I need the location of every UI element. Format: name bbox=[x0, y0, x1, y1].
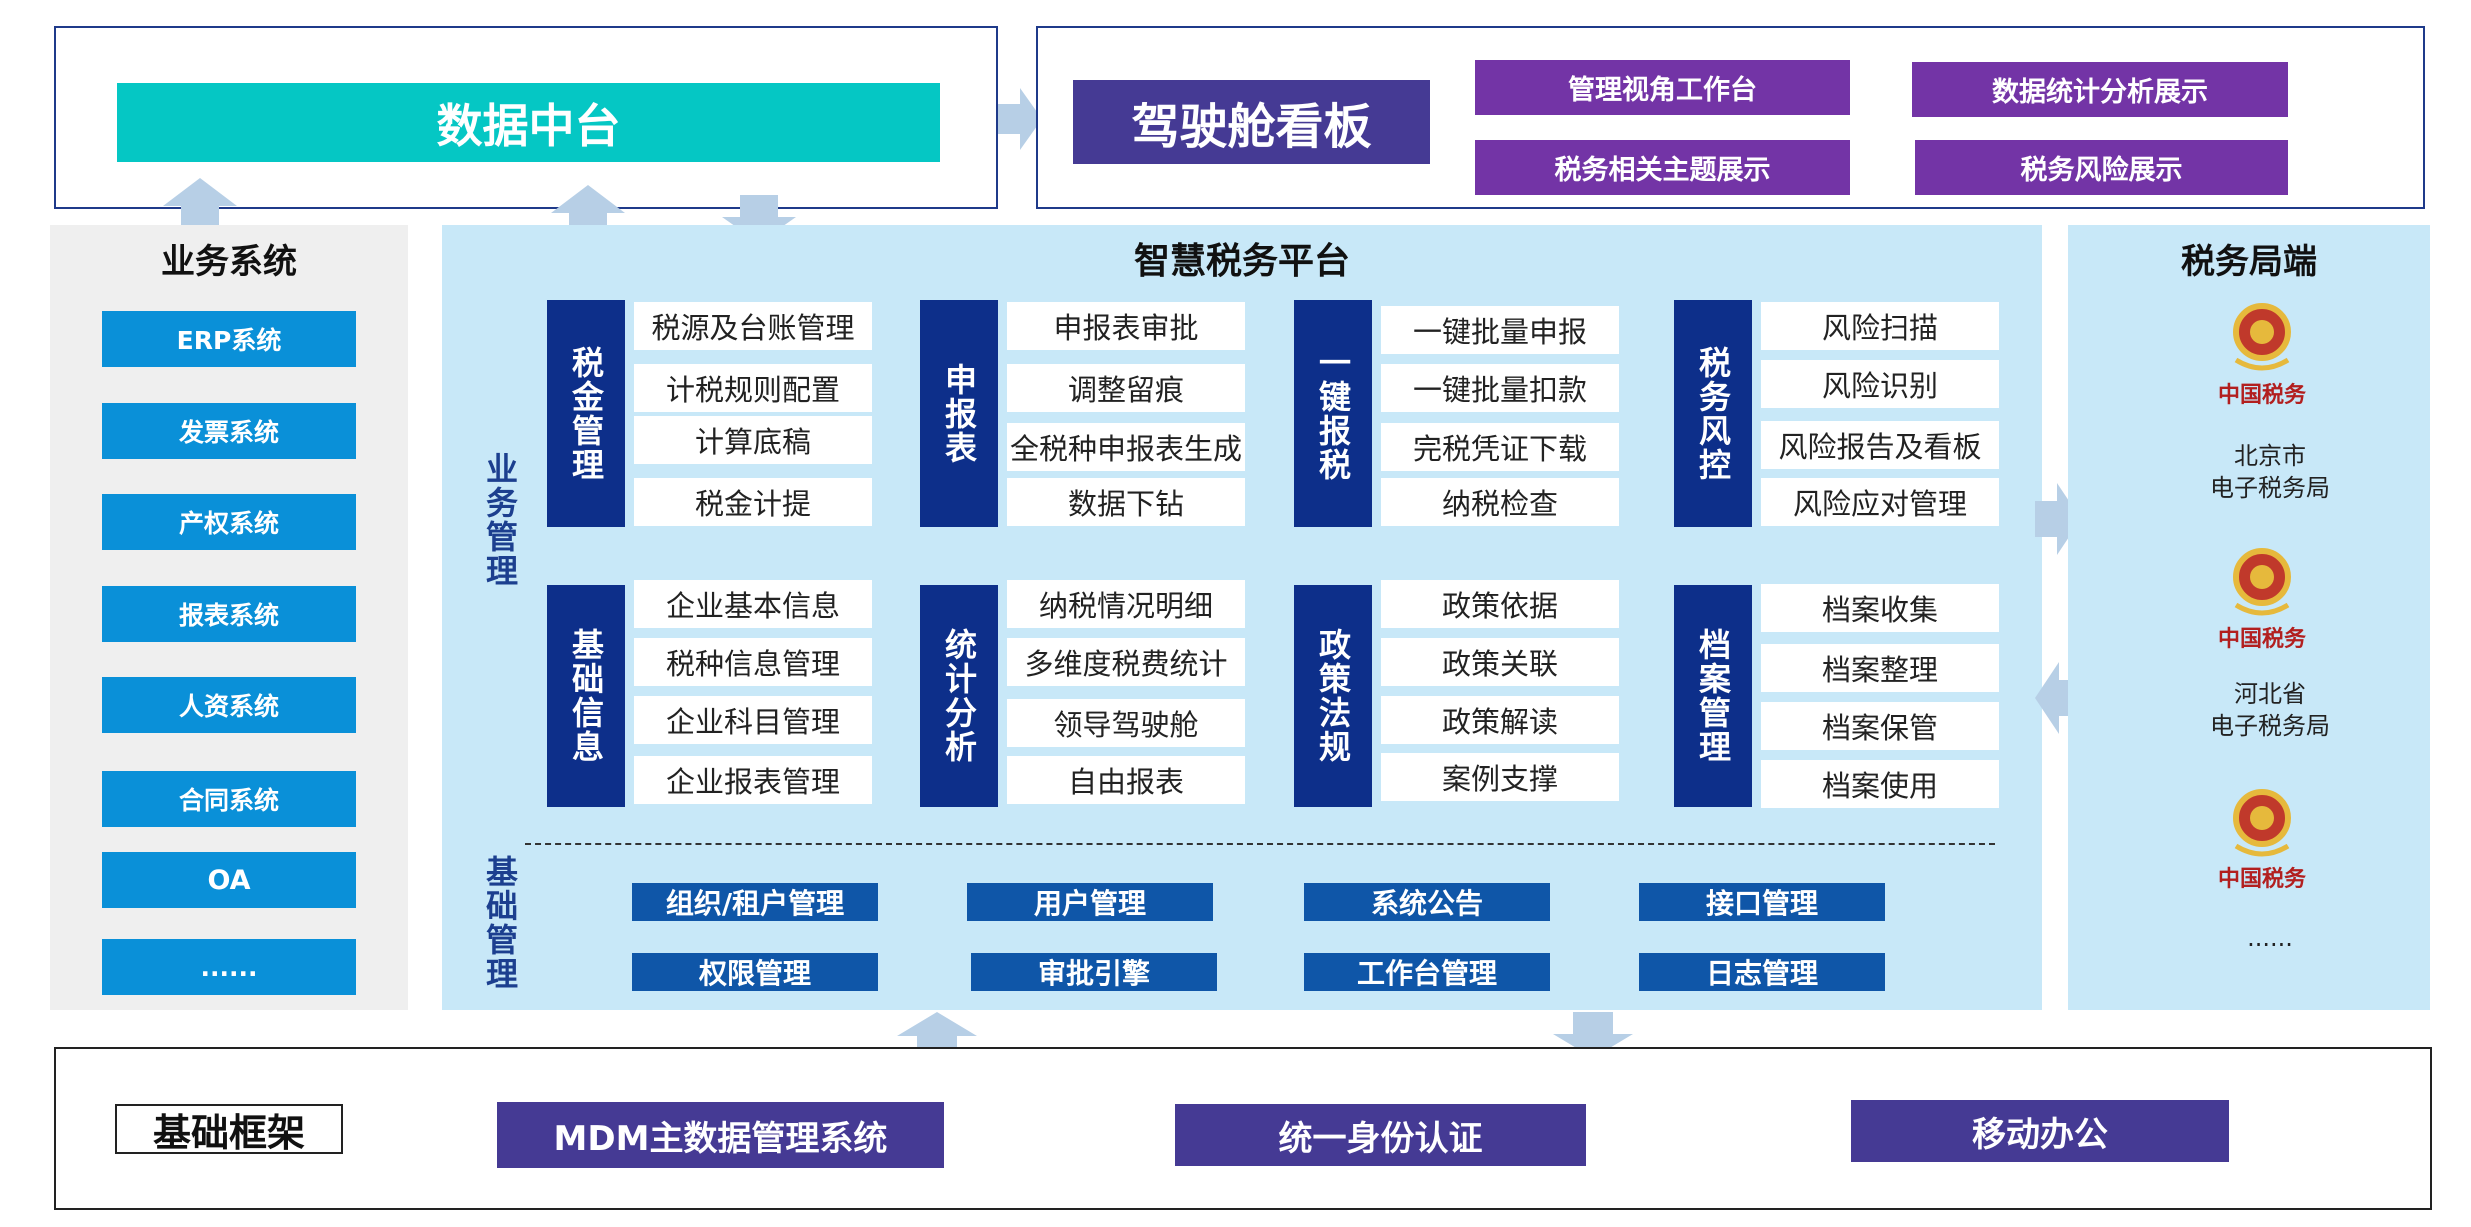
workbench-management-button[interactable]: 工作台管理 bbox=[1304, 953, 1550, 991]
group-item[interactable]: 政策依据 bbox=[1381, 580, 1619, 628]
tax-emblem-label: 中国税务 bbox=[2217, 867, 2306, 892]
tax-bureau-hebei[interactable]: 河北省 电子税务局 bbox=[2150, 678, 2390, 742]
tax-emblem-icon bbox=[2233, 789, 2291, 857]
arrow-right-icon bbox=[2035, 483, 2081, 555]
group-item[interactable]: 档案整理 bbox=[1761, 644, 1999, 692]
tax-emblem-label: 中国税务 bbox=[2217, 383, 2306, 408]
group-label-declaration[interactable]: 申报表 bbox=[920, 300, 998, 527]
group-item[interactable]: 税金计提 bbox=[634, 478, 872, 526]
system-report[interactable]: 报表系统 bbox=[102, 586, 356, 642]
group-item[interactable]: 税种信息管理 bbox=[634, 638, 872, 686]
group-item[interactable]: 档案保管 bbox=[1761, 702, 1999, 750]
tax-emblem-icon bbox=[2233, 303, 2291, 371]
arrow-up-icon bbox=[897, 1012, 977, 1058]
group-item[interactable]: 全税种申报表生成 bbox=[1007, 423, 1245, 471]
cockpit-item-topics[interactable]: 税务相关主题展示 bbox=[1475, 140, 1850, 195]
group-item[interactable]: 纳税情况明细 bbox=[1007, 580, 1245, 628]
group-label-tax-risk-control[interactable]: 税务风控 bbox=[1674, 300, 1752, 527]
group-label-basic-info[interactable]: 基础信息 bbox=[547, 585, 625, 807]
group-item[interactable]: 企业基本信息 bbox=[634, 580, 872, 628]
group-item[interactable]: 自由报表 bbox=[1007, 756, 1245, 804]
group-label-policy[interactable]: 政策法规 bbox=[1294, 585, 1372, 807]
group-item[interactable]: 案例支撑 bbox=[1381, 753, 1619, 801]
cockpit-title[interactable]: 驾驶舱看板 bbox=[1073, 80, 1430, 164]
system-oa[interactable]: OA bbox=[102, 852, 356, 908]
group-label-one-click-tax[interactable]: 一键报税 bbox=[1294, 300, 1372, 527]
tax-bureau-beijing[interactable]: 北京市 电子税务局 bbox=[2150, 440, 2390, 504]
org-tenant-management-button[interactable]: 组织/租户管理 bbox=[632, 883, 878, 921]
system-invoice[interactable]: 发票系统 bbox=[102, 403, 356, 459]
tax-bureau-line1: 河北省 bbox=[2234, 680, 2306, 708]
arrow-up-icon bbox=[163, 178, 237, 230]
system-contract[interactable]: 合同系统 bbox=[102, 771, 356, 827]
arrow-right-icon bbox=[998, 88, 1042, 150]
group-item[interactable]: 档案使用 bbox=[1761, 760, 1999, 808]
tax-emblem-label: 中国税务 bbox=[2217, 627, 2306, 652]
group-item[interactable]: 完税凭证下载 bbox=[1381, 423, 1619, 471]
group-item[interactable]: 风险应对管理 bbox=[1761, 478, 1999, 526]
group-item[interactable]: 企业报表管理 bbox=[634, 756, 872, 804]
group-item[interactable]: 风险识别 bbox=[1761, 360, 1999, 408]
group-item[interactable]: 计算底稿 bbox=[634, 416, 872, 464]
system-property[interactable]: 产权系统 bbox=[102, 494, 356, 550]
group-item[interactable]: 政策解读 bbox=[1381, 696, 1619, 744]
tax-bureau-line2: 电子税务局 bbox=[2210, 474, 2330, 502]
group-label-archive[interactable]: 档案管理 bbox=[1674, 585, 1752, 807]
group-item[interactable]: 计税规则配置 bbox=[634, 364, 872, 412]
system-hr[interactable]: 人资系统 bbox=[102, 677, 356, 733]
business-management-label: 业务管理 bbox=[481, 452, 519, 588]
separator-line bbox=[525, 843, 1995, 845]
arrow-down-icon bbox=[722, 195, 796, 243]
arrow-down-icon bbox=[1553, 1012, 1633, 1058]
user-management-button[interactable]: 用户管理 bbox=[967, 883, 1213, 921]
mobile-office-button[interactable]: 移动办公 bbox=[1851, 1100, 2229, 1162]
cockpit-item-stats[interactable]: 数据统计分析展示 bbox=[1912, 62, 2288, 117]
group-item[interactable]: 风险报告及看板 bbox=[1761, 421, 1999, 469]
group-item[interactable]: 风险扫描 bbox=[1761, 302, 1999, 350]
group-item[interactable]: 档案收集 bbox=[1761, 584, 1999, 632]
cockpit-item-risk[interactable]: 税务风险展示 bbox=[1915, 140, 2288, 195]
group-item[interactable]: 税源及台账管理 bbox=[634, 302, 872, 350]
log-management-button[interactable]: 日志管理 bbox=[1639, 953, 1885, 991]
group-item[interactable]: 政策关联 bbox=[1381, 638, 1619, 686]
tax-bureau-more[interactable]: ...... bbox=[2247, 924, 2293, 952]
group-item[interactable]: 多维度税费统计 bbox=[1007, 638, 1245, 686]
group-item[interactable]: 企业科目管理 bbox=[634, 696, 872, 744]
group-item[interactable]: 纳税检查 bbox=[1381, 478, 1619, 526]
tax-bureau-line1: 北京市 bbox=[2234, 442, 2306, 470]
group-item[interactable]: 一键批量申报 bbox=[1381, 306, 1619, 354]
cockpit-item-workbench[interactable]: 管理视角工作台 bbox=[1475, 60, 1850, 115]
system-more[interactable]: ...... bbox=[102, 939, 356, 995]
unified-auth-button[interactable]: 统一身份认证 bbox=[1175, 1104, 1586, 1166]
group-label-tax-management[interactable]: 税金管理 bbox=[547, 300, 625, 527]
system-erp[interactable]: ERP系统 bbox=[102, 311, 356, 367]
group-item[interactable]: 申报表审批 bbox=[1007, 302, 1245, 350]
data-platform-title[interactable]: 数据中台 bbox=[117, 83, 940, 162]
permission-management-button[interactable]: 权限管理 bbox=[632, 953, 878, 991]
group-label-statistics[interactable]: 统计分析 bbox=[920, 585, 998, 807]
arrow-up-icon bbox=[551, 185, 625, 237]
business-systems-title: 业务系统 bbox=[161, 241, 297, 282]
foundation-title: 基础框架 bbox=[115, 1104, 343, 1155]
group-item[interactable]: 一键批量扣款 bbox=[1381, 364, 1619, 412]
tax-bureau-line2: 电子税务局 bbox=[2210, 712, 2330, 740]
mdm-system-button[interactable]: MDM主数据管理系统 bbox=[497, 1102, 944, 1168]
basic-management-label: 基础管理 bbox=[481, 855, 519, 991]
tax-bureau-title: 税务局端 bbox=[2181, 241, 2317, 282]
platform-title: 智慧税务平台 bbox=[1133, 241, 1350, 282]
group-item[interactable]: 数据下钻 bbox=[1007, 478, 1245, 526]
tax-emblem-icon bbox=[2233, 548, 2291, 616]
group-item[interactable]: 领导驾驶舱 bbox=[1007, 699, 1245, 747]
interface-management-button[interactable]: 接口管理 bbox=[1639, 883, 1885, 921]
group-item[interactable]: 调整留痕 bbox=[1007, 364, 1245, 412]
system-notice-button[interactable]: 系统公告 bbox=[1304, 883, 1550, 921]
approval-engine-button[interactable]: 审批引擎 bbox=[971, 953, 1217, 991]
